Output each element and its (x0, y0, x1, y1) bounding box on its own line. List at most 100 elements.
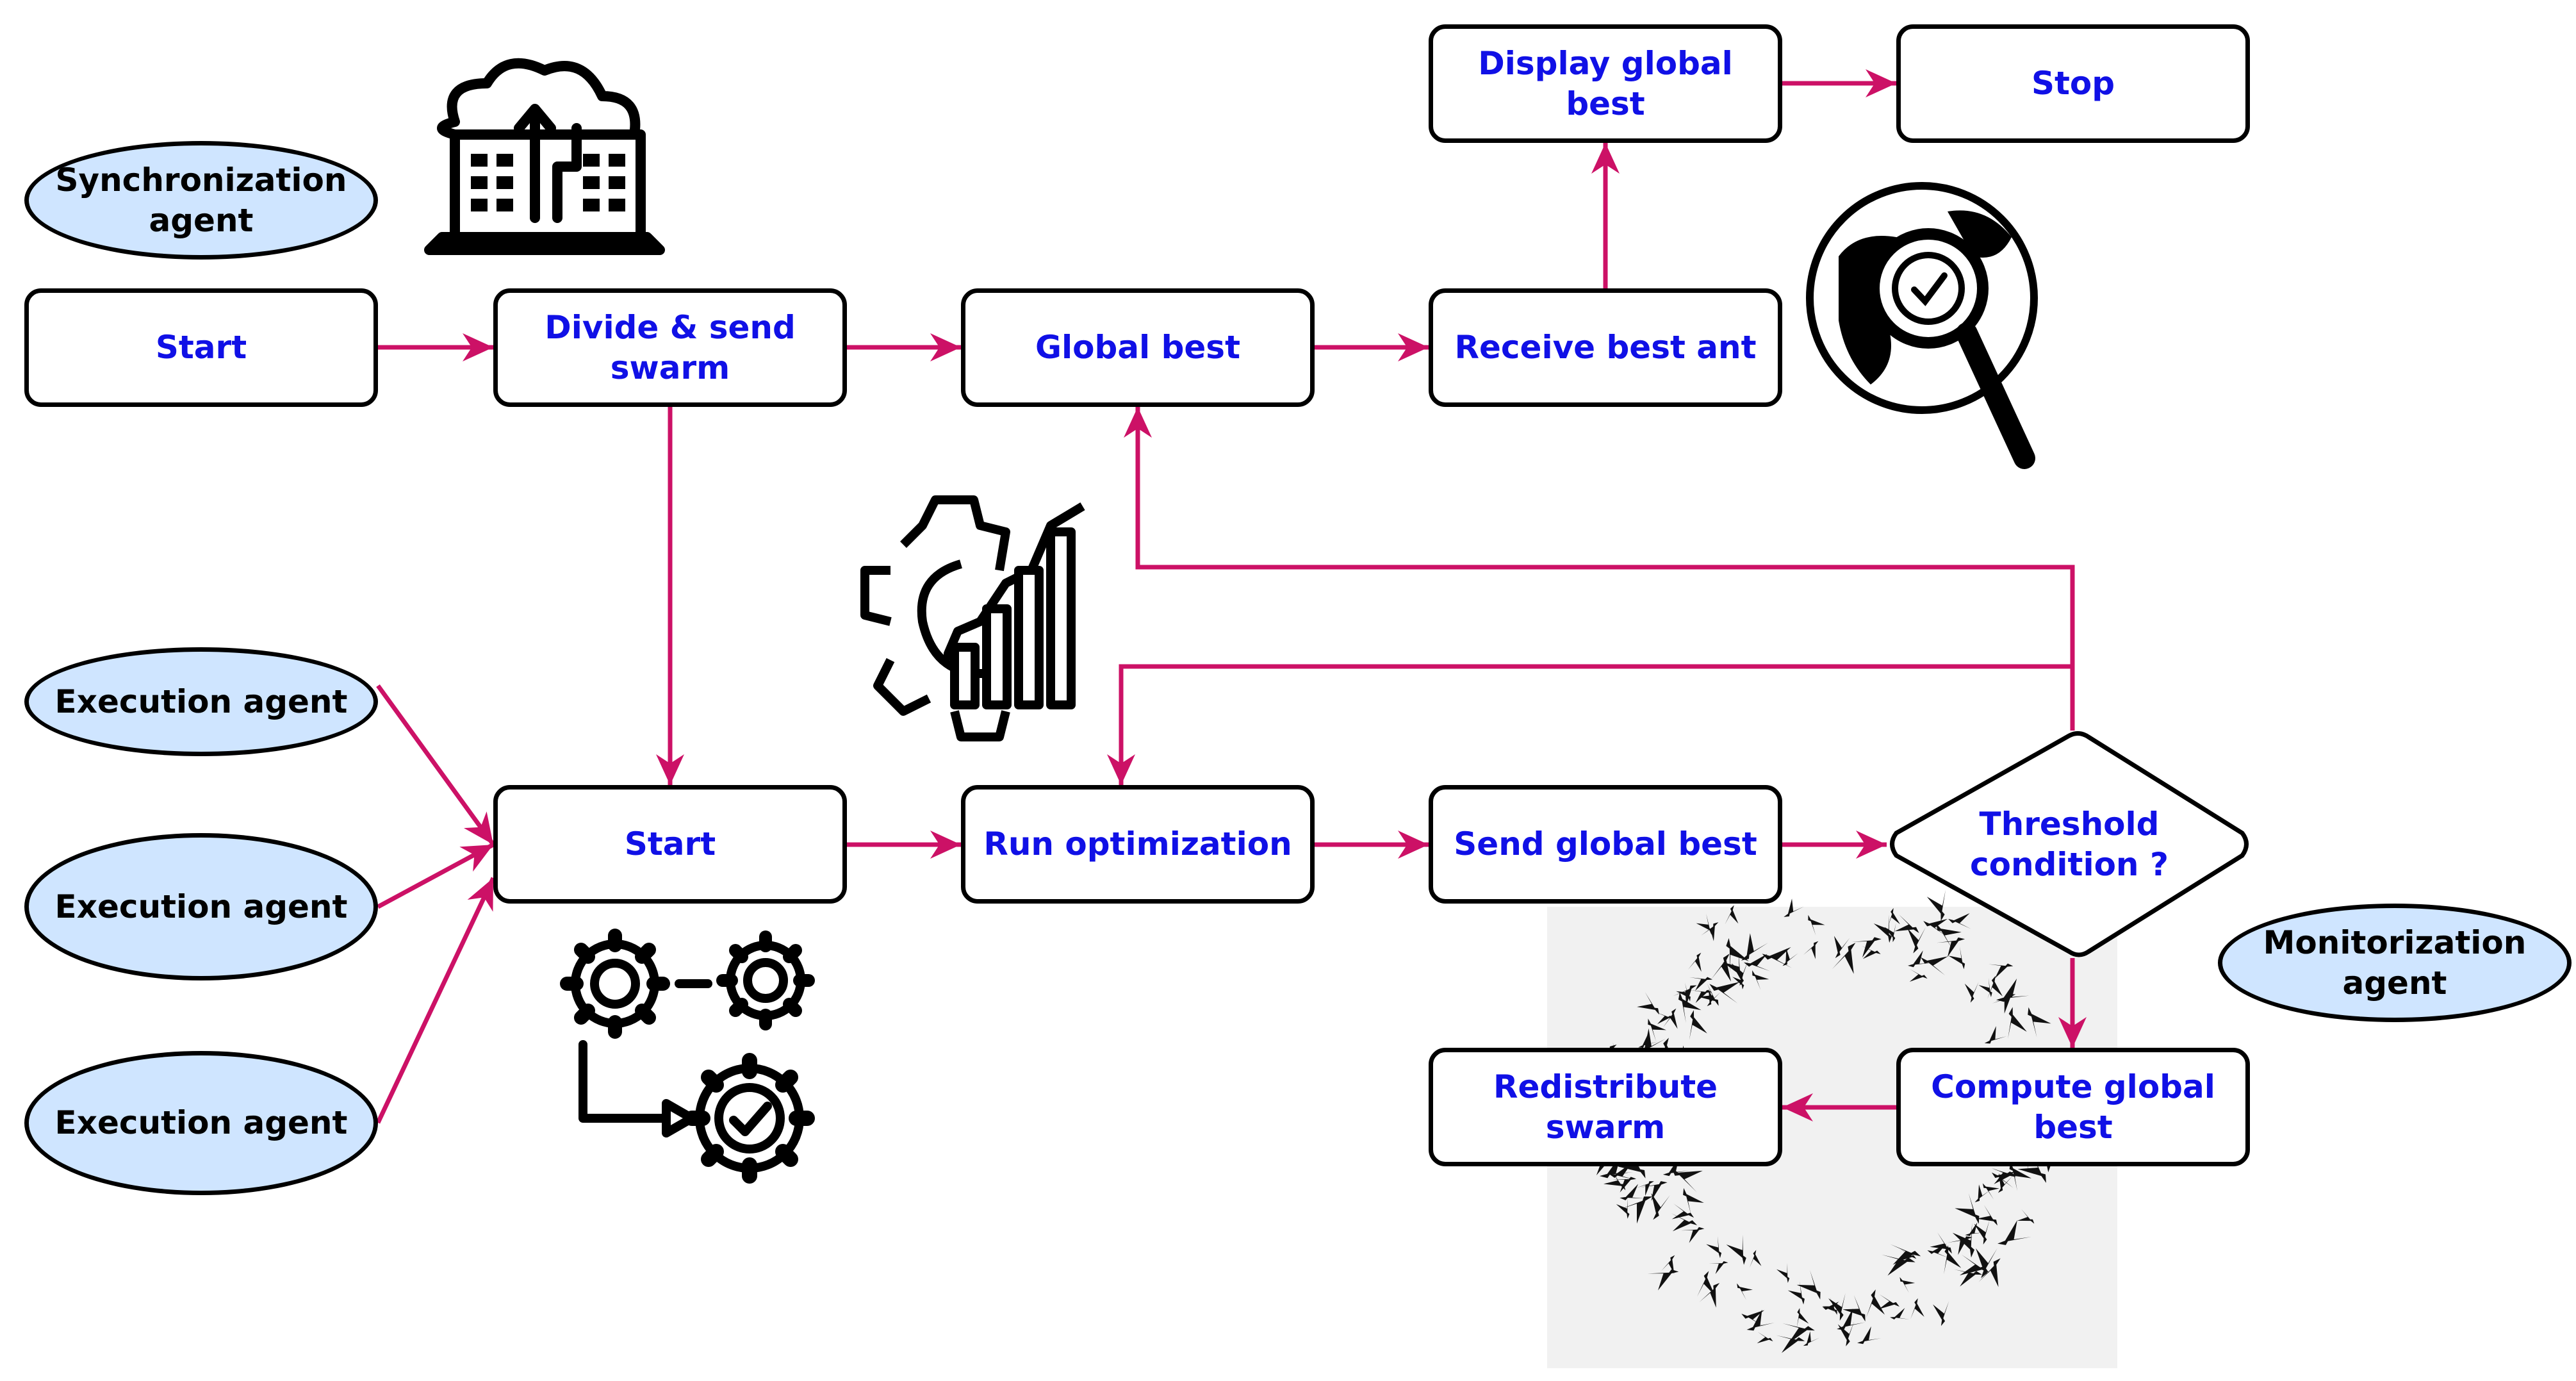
gears-workflow-check-icon (560, 929, 815, 1184)
bird-silhouette (1982, 1183, 1999, 1200)
display-global-best-label: Display global best (1478, 45, 1733, 122)
bird-silhouette (1671, 1168, 1703, 1193)
start-exec-label: Start (624, 825, 716, 863)
bird-silhouette (1618, 1148, 1646, 1178)
bird-silhouette (1857, 1326, 1882, 1344)
start-exec-box: Start (493, 785, 847, 904)
threshold-condition-diamond (1890, 731, 2249, 957)
bird-silhouette (1894, 914, 1919, 933)
bird-silhouette (1662, 1157, 1689, 1177)
bird-silhouette (1984, 1026, 2007, 1044)
arrow-exec1-to-start (376, 684, 495, 847)
stop-box: Stop (1896, 24, 2250, 143)
bird-silhouette (1909, 968, 1928, 982)
arrow-exec2-to-start-head (459, 845, 493, 872)
bird-silhouette (1776, 1262, 1790, 1283)
bird-silhouette (1697, 1271, 1715, 1297)
bird-silhouette (1616, 1198, 1630, 1219)
arrow-exec3-to-start-head (467, 878, 493, 912)
bird-silhouette (1837, 1308, 1866, 1330)
bird-silhouette (1974, 1220, 1990, 1245)
bird-silhouette (1907, 927, 1926, 954)
arrow-exec1-to-start-head (464, 811, 493, 845)
arrow-divide-to-start-exec-head (656, 754, 684, 785)
bird-silhouette (1887, 907, 1900, 927)
bird-silhouette (1662, 1008, 1678, 1029)
start-sync-box: Start (24, 288, 378, 407)
arrow-exec2-to-start (377, 842, 495, 909)
compute-global-best-box: Compute global best (1896, 1048, 2250, 1166)
bird-silhouette (2028, 1007, 2051, 1038)
cloud-upload-laptop-icon (424, 58, 665, 255)
bird-silhouette (1987, 975, 2003, 999)
bird-silhouette (1965, 1222, 1985, 1236)
gear-growth-chart-icon (860, 495, 1085, 741)
bird-silhouette (1737, 1283, 1753, 1300)
bird-silhouette (1636, 1181, 1654, 1196)
bird-silhouette (1680, 1227, 1705, 1243)
bird-silhouette (1851, 937, 1882, 958)
bird-silhouette (1782, 948, 1798, 966)
bird-silhouette (1661, 1255, 1675, 1274)
bird-silhouette (1709, 982, 1740, 1004)
arrow-divide-to-globalbest-head (930, 333, 961, 361)
bird-silhouette (1696, 913, 1712, 935)
bird-silhouette (1726, 1234, 1746, 1265)
bird-silhouette (1803, 1331, 1820, 1346)
bird-silhouette (1741, 1310, 1765, 1327)
bird-silhouette (1842, 1294, 1866, 1322)
bird-silhouette (1725, 905, 1739, 925)
execution-agent-3: Execution agent (24, 1051, 378, 1195)
bird-silhouette (1707, 989, 1721, 1007)
bird-silhouette (1933, 1301, 1949, 1327)
arrow-run-to-send-head (1398, 831, 1429, 859)
bird-silhouette (1890, 1308, 1910, 1320)
bird-silhouette (1673, 985, 1697, 1006)
bird-silhouette (1620, 1184, 1646, 1200)
bird-silhouette (1762, 947, 1793, 968)
bird-silhouette (1599, 1155, 1634, 1178)
bird-silhouette (1726, 938, 1749, 973)
bird-silhouette (1930, 1232, 1952, 1254)
execution-agent-1-label: Execution agent (54, 682, 348, 720)
arrow-start-to-divide-head (463, 333, 493, 361)
bird-silhouette (2017, 1209, 2035, 1224)
bird-silhouette (1732, 971, 1744, 989)
bird-silhouette (1978, 1258, 2001, 1287)
bird-silhouette (1976, 1205, 1998, 1226)
bird-silhouette (1711, 954, 1732, 982)
bird-silhouette (1706, 1236, 1722, 1259)
bird-silhouette (1620, 1196, 1653, 1224)
synchronization-agent: Synchronization agent (24, 141, 378, 260)
bird-silhouette (1683, 1187, 1704, 1216)
bird-silhouette (1709, 1261, 1728, 1275)
bird-silhouette (1948, 946, 1965, 970)
bird-silhouette (2017, 1150, 2046, 1183)
bird-silhouette (1998, 1173, 2013, 1193)
stop-label: Stop (2031, 65, 2115, 103)
bird-silhouette (1936, 923, 1962, 949)
bird-silhouette (1881, 1254, 1916, 1276)
bird-silhouette (1964, 982, 1979, 1003)
bird-silhouette (1996, 979, 2030, 1002)
bird-silhouette (1944, 1245, 1962, 1275)
bird-silhouette (1678, 992, 1702, 1023)
bird-silhouette (1651, 1193, 1670, 1220)
arrow-threshold-to-globalbest (1135, 407, 2075, 731)
redistribute-swarm-label: Redistribute swarm (1493, 1068, 1718, 1146)
bird-silhouette (1927, 1243, 1949, 1259)
bird-silhouette (1910, 1298, 1924, 1319)
bird-silhouette (1752, 970, 1769, 990)
bird-silhouette (1690, 989, 1712, 1004)
arrow-compute-to-redistribute-head (1782, 1093, 1813, 1121)
start-sync-label: Start (155, 329, 247, 367)
bird-silhouette (1954, 1269, 1983, 1287)
bird-silhouette (1991, 1171, 2016, 1189)
receive-best-ant-label: Receive best ant (1454, 329, 1757, 367)
compute-global-best-label: Compute global best (1931, 1068, 2215, 1146)
bird-silhouette (1744, 954, 1771, 972)
bird-silhouette (1832, 943, 1856, 974)
bird-silhouette (1689, 1010, 1707, 1040)
